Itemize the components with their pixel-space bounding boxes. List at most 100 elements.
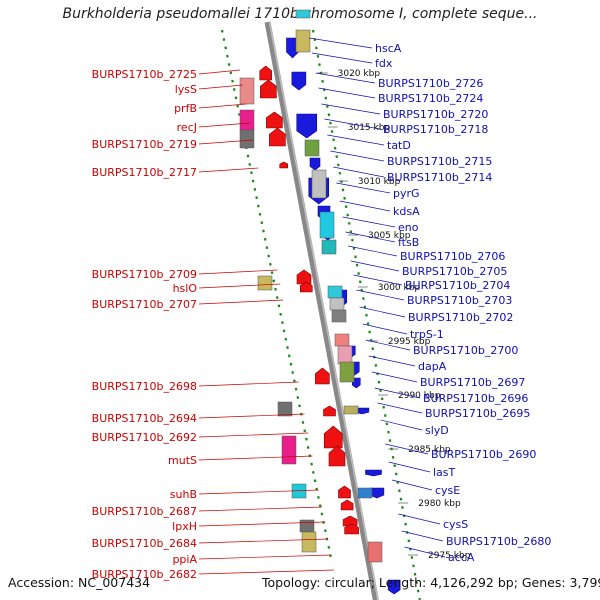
right-gene-label: accA <box>448 551 475 564</box>
left-label-leader <box>198 299 284 305</box>
gene-block <box>281 435 297 465</box>
right-label-leader <box>380 419 423 431</box>
left-label-leader <box>198 269 278 275</box>
forward-gene-arrow <box>296 269 312 285</box>
right-label-leader <box>359 306 406 318</box>
left-gene-label: BURPS1710b_2684 <box>92 537 197 550</box>
gene-block <box>329 297 345 311</box>
right-gene-label: BURPS1710b_2705 <box>402 265 507 278</box>
gene-block <box>239 129 255 149</box>
right-gene-label: BURPS1710b_2724 <box>378 92 483 105</box>
right-label-leader <box>385 443 429 455</box>
right-label-leader <box>353 274 403 286</box>
right-gene-label: eno <box>398 221 419 234</box>
gene-block <box>339 361 355 383</box>
left-label-leader <box>198 521 325 527</box>
right-gene-label: BURPS1710b_2697 <box>420 376 525 389</box>
gene-block <box>357 487 373 499</box>
right-label-leader <box>345 231 396 243</box>
left-gene-label: BURPS1710b_2698 <box>92 380 197 393</box>
kbp-mark-label: 3000 kbp <box>378 283 421 293</box>
kbp-mark-label: 2995 kbp <box>388 337 431 347</box>
right-gene-label: BURPS1710b_2680 <box>446 535 551 548</box>
right-label-leader <box>404 546 446 558</box>
reverse-gene-arrow <box>309 157 321 171</box>
right-label-leader <box>318 87 376 99</box>
right-label-leader <box>339 200 391 212</box>
gene-block <box>343 405 359 415</box>
right-label-leader <box>365 339 411 351</box>
right-gene-label: BURPS1710b_2704 <box>405 279 510 292</box>
kbp-mark-label: 3015 kbp <box>348 123 391 133</box>
right-gene-label: slyD <box>425 424 449 437</box>
right-label-leader <box>388 461 431 473</box>
kbp-mark-label: 2985 kbp <box>408 445 451 455</box>
gene-block <box>311 169 327 199</box>
forward-gene-arrow <box>279 161 289 169</box>
right-gene-label: BURPS1710b_2696 <box>423 392 528 405</box>
left-gene-label: BURPS1710b_2692 <box>92 431 197 444</box>
gene-block <box>277 401 293 417</box>
gene-block <box>319 211 335 239</box>
right-label-leader <box>362 323 408 335</box>
right-gene-label: BURPS1710b_2702 <box>408 311 513 324</box>
left-gene-label: BURPS1710b_2687 <box>92 505 197 518</box>
right-label-leader <box>356 289 405 301</box>
right-gene-label: BURPS1710b_2718 <box>383 123 488 136</box>
gene-block <box>239 109 255 131</box>
right-label-leader <box>333 166 385 178</box>
right-label-leader <box>348 245 398 257</box>
accession-text: Accession: NC_007434 <box>8 575 151 590</box>
left-label-leader <box>198 381 299 387</box>
forward-gene-arrow <box>266 111 283 129</box>
right-gene-label: fdx <box>375 57 393 70</box>
right-gene-label: BURPS1710b_2690 <box>431 448 536 461</box>
left-label-leader <box>198 84 243 90</box>
left-gene-label: lpxH <box>172 520 197 533</box>
left-gene-label: BURPS1710b_2707 <box>92 298 197 311</box>
right-label-leader <box>350 260 400 272</box>
left-label-leader <box>198 139 254 145</box>
gene-block <box>304 139 320 157</box>
left-label-leader <box>198 569 334 575</box>
forward-gene-arrow <box>340 499 354 511</box>
left-gene-label: mutS <box>168 454 197 467</box>
kbp-mark-label: 2990 kbp <box>398 391 441 401</box>
forward-gene-arrow <box>259 65 273 81</box>
right-label-leader <box>315 72 376 84</box>
gene-block <box>299 519 315 533</box>
right-gene-label: BURPS1710b_2714 <box>387 171 492 184</box>
kbp-mark-label: 3010 kbp <box>358 177 401 187</box>
right-label-leader <box>398 513 441 525</box>
gene-block <box>301 531 317 553</box>
right-gene-label: tatD <box>387 139 411 152</box>
right-gene-label: ftsB <box>398 236 419 249</box>
right-label-leader <box>368 355 416 367</box>
left-label-leader <box>198 432 309 438</box>
right-gene-label: lasT <box>433 466 456 479</box>
left-label-leader <box>198 103 247 109</box>
kbp-mark-label: 3020 kbp <box>338 69 381 79</box>
reverse-gene-arrow <box>365 469 382 477</box>
forward-gene-arrow <box>323 405 336 417</box>
right-label-leader <box>327 134 385 146</box>
gene-block <box>327 285 343 299</box>
left-gene-label: BURPS1710b_2717 <box>92 166 197 179</box>
gene-block <box>295 9 311 19</box>
gene-block <box>367 541 383 563</box>
left-label-leader <box>198 167 259 173</box>
right-label-leader <box>336 182 391 194</box>
forward-gene-arrow <box>260 79 277 99</box>
right-label-leader <box>371 371 418 383</box>
forward-gene-arrow <box>338 485 351 499</box>
left-label-leader <box>198 506 322 512</box>
left-gene-label: recJ <box>177 121 197 134</box>
right-label-leader <box>342 216 396 228</box>
left-gene-label: ppiA <box>172 553 197 566</box>
left-gene-label: prfB <box>174 102 197 115</box>
gene-block <box>321 239 337 255</box>
right-label-leader <box>311 52 373 64</box>
right-gene-label: trpS-1 <box>410 328 444 341</box>
right-label-leader <box>321 103 381 115</box>
